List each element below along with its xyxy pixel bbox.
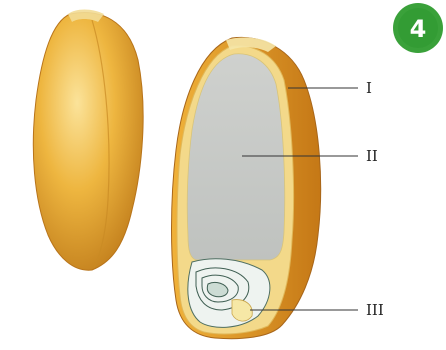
label-II: II xyxy=(366,147,378,165)
label-III: III xyxy=(366,301,384,319)
figure-number-badge: 4 xyxy=(393,3,443,53)
label-I: I xyxy=(366,79,372,97)
badge-number: 4 xyxy=(410,15,427,43)
cut-kernel xyxy=(172,37,321,338)
whole-kernel xyxy=(33,10,143,271)
